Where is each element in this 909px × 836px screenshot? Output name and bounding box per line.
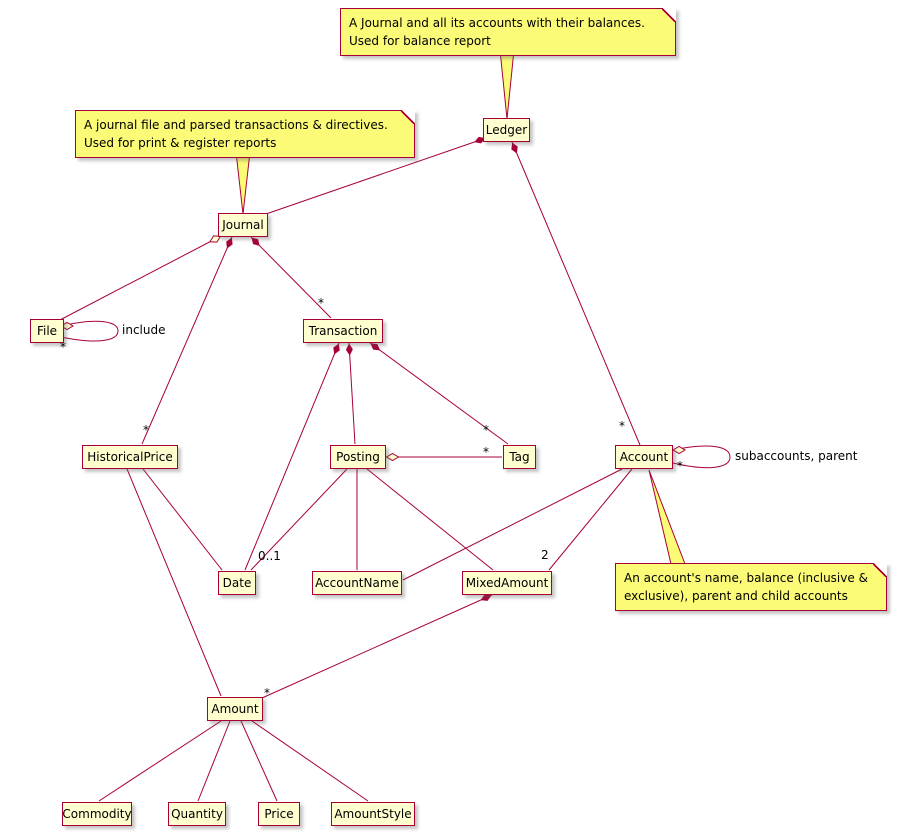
class-tag: Tag [503, 445, 536, 469]
class-journal: Journal [218, 213, 268, 237]
class-posting: Posting [330, 445, 386, 469]
class-file: File [30, 319, 64, 343]
multiplicity-account-mixedamount: 2 [541, 548, 549, 562]
edge-amount-quantity [197, 720, 231, 802]
note-account: An account's name, balance (inclusive & … [615, 563, 887, 611]
edge-amount-amountstyle [251, 720, 369, 802]
edge-account-mixedamount [548, 468, 633, 571]
class-amount: Amount [207, 697, 263, 721]
edge-mixedamount-amount [261, 594, 493, 699]
class-account: Account [615, 445, 673, 469]
class-mixedamount: MixedAmount [462, 571, 552, 595]
class-quantity: Quantity [168, 802, 226, 826]
note-line: Used for balance report [349, 34, 491, 48]
diamond-file-loop [60, 321, 74, 331]
class-price: Price [258, 802, 300, 826]
note-fold-icon [401, 110, 415, 124]
class-historicalprice: HistoricalPrice [82, 445, 178, 469]
label-subaccounts-parent: subaccounts, parent [735, 449, 858, 463]
edge-amount-price [240, 720, 278, 802]
note-line: A journal file and parsed transactions &… [84, 118, 388, 132]
class-transaction: Transaction [303, 319, 383, 343]
edge-account-subaccounts-loop [672, 445, 731, 469]
diamond-account-loop [672, 445, 686, 455]
class-commodity: Commodity [62, 802, 132, 826]
edge-journal-transaction [250, 236, 332, 319]
note-ledger: A Journal and all its accounts with thei… [340, 8, 676, 56]
class-amountstyle: AmountStyle [331, 802, 415, 826]
edge-file-include-loop [60, 320, 119, 342]
edge-ledger-account [511, 141, 641, 446]
note-line: exclusive), parent and child accounts [624, 589, 848, 603]
edge-transaction-tag [369, 342, 509, 445]
multiplicity-ledger-account: * [619, 419, 625, 433]
multiplicity-transaction: * [318, 296, 324, 310]
class-ledger: Ledger [483, 118, 530, 142]
multiplicity-account-loop: * [677, 459, 683, 473]
multiplicity-historicalprice: * [143, 423, 149, 437]
edge-transaction-posting [345, 342, 356, 445]
multiplicity-file-loop: * [60, 340, 66, 354]
note-tail-journal [235, 151, 251, 215]
edge-journal-file [57, 235, 222, 322]
edge-transaction-date [244, 342, 340, 571]
note-line: An account's name, balance (inclusive & [624, 571, 868, 585]
edge-amount-commodity [98, 720, 222, 802]
multiplicity-mixedamount-amount: * [264, 686, 270, 700]
note-tail-ledger [499, 49, 515, 120]
multiplicity-posting-tag: * [483, 445, 489, 459]
class-date: Date [218, 571, 256, 595]
edge-journal-historicalprice [141, 236, 233, 445]
note-line: Used for print & register reports [84, 136, 277, 150]
note-line: A Journal and all its accounts with thei… [349, 16, 645, 30]
edge-historicalprice-amount [126, 468, 222, 697]
note-journal: A journal file and parsed transactions &… [75, 110, 415, 158]
multiplicity-transaction-tag: * [483, 423, 489, 437]
edge-historicalprice-date [142, 468, 223, 571]
label-include: include [122, 323, 166, 337]
edge-account-accountname [402, 468, 623, 581]
edge-ledger-journal [265, 136, 487, 215]
note-tail-account [648, 469, 686, 565]
edge-posting-mixedamount [366, 468, 494, 571]
note-fold-icon [873, 563, 887, 577]
multiplicity-posting-date: 0..1 [258, 549, 281, 563]
class-accountname: AccountName [312, 571, 402, 595]
note-fold-icon [662, 8, 676, 22]
edge-posting-date [250, 468, 348, 571]
